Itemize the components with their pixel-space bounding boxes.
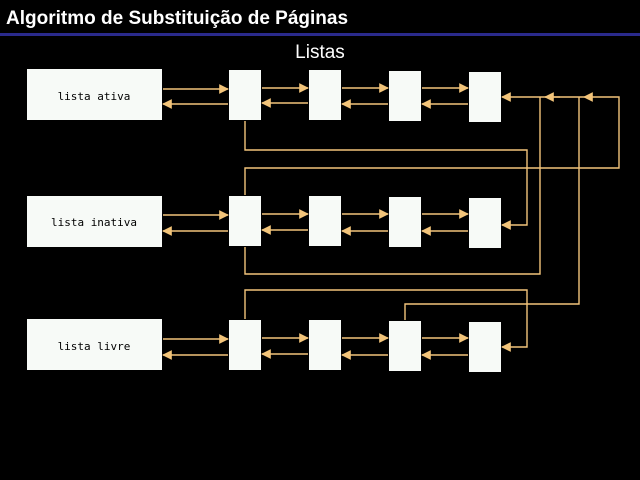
list-row-active: lista ativa <box>27 69 501 122</box>
list-head-label: lista livre <box>58 340 131 353</box>
list-head-box <box>27 69 162 120</box>
list-head-label: lista inativa <box>51 216 137 229</box>
list-head-box <box>27 319 162 370</box>
connector-free-node-to-active <box>404 97 580 320</box>
list-row-free: lista livre <box>27 319 501 372</box>
page-node <box>309 70 341 120</box>
connector-inactive-down <box>244 97 541 275</box>
connector-inactive-to-active <box>244 92 620 195</box>
page-node <box>309 320 341 370</box>
page-node <box>229 70 261 120</box>
page-node <box>469 198 501 248</box>
page-node <box>389 71 421 121</box>
list-row-inactive: lista inativa <box>27 196 501 248</box>
cross-list-connectors <box>244 92 620 352</box>
page-node <box>389 321 421 371</box>
connector-active-to-inactive <box>244 121 528 230</box>
connector-free-to-active <box>244 289 528 352</box>
page-node <box>469 72 501 122</box>
page-node <box>469 322 501 372</box>
list-head-label: lista ativa <box>58 90 131 103</box>
diagram-subtitle: Listas <box>295 42 345 63</box>
page-node <box>229 320 261 370</box>
list-head-box <box>27 196 162 247</box>
page-node <box>389 197 421 247</box>
link-arrows <box>162 83 469 360</box>
page-node <box>309 196 341 246</box>
page-node <box>229 196 261 246</box>
title-divider <box>0 33 640 36</box>
slide-title: Algoritmo de Substituição de Páginas <box>6 8 349 29</box>
